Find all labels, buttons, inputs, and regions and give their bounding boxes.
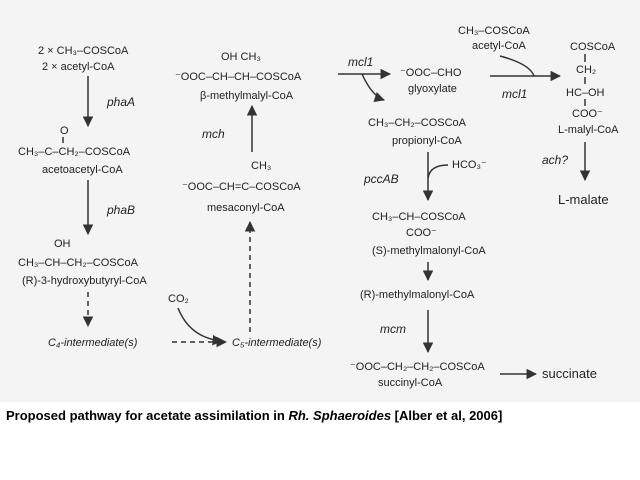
- caption-organism: Rh. Sphaeroides: [288, 408, 392, 423]
- methylmalyl-top: OH CH₃: [221, 51, 261, 63]
- methylmalyl-name: β-methylmalyl-CoA: [200, 90, 294, 102]
- mesaconyl-name: mesaconyl-CoA: [207, 202, 285, 214]
- hco3-arrow: [427, 164, 449, 179]
- acetyl-right-name: acetyl-CoA: [472, 40, 526, 52]
- acetoacetyl-name: acetoacetyl-CoA: [42, 164, 123, 176]
- malate-label: L-malate: [558, 192, 609, 207]
- mesaconyl-ch3: CH₃: [251, 160, 271, 172]
- acetoacetyl-o: O: [60, 125, 69, 137]
- pathway-diagram: 2 × CH₃–COSCoA 2 × acetyl-CoA phaA O CH₃…: [0, 0, 640, 402]
- mesaconyl-formula: ⁻OOC–CH=C–COSCoA: [182, 181, 301, 193]
- glyoxylate-formula: ⁻OOC–CHO: [400, 67, 462, 79]
- malyl-line4: COO⁻: [572, 108, 603, 120]
- propionyl-formula: CH₃–CH₂–COSCoA: [368, 117, 467, 129]
- s-methylmalonyl-name: (S)-methylmalonyl-CoA: [372, 245, 486, 257]
- s-methylmalonyl-formula: CH₃–CH–COSCoA: [372, 211, 466, 223]
- arrow-mcl1-branch: [361, 73, 385, 102]
- hydroxybutyryl-formula: CH₃–CH–CH₂–COSCoA: [18, 257, 139, 269]
- acetyl-right-formula: CH₃–COSCoA: [458, 25, 530, 37]
- figure-caption: Proposed pathway for acetate assimilatio…: [6, 408, 634, 423]
- enzyme-pccAB: pccAB: [363, 172, 399, 186]
- hco3-label: HCO₃⁻: [452, 159, 487, 171]
- acetyl-formula: 2 × CH₃–COSCoA: [38, 45, 129, 57]
- co2-label: CO₂: [168, 293, 189, 305]
- malyl-name: L-malyl-CoA: [558, 124, 619, 136]
- enzyme-phaA: phaA: [106, 95, 135, 109]
- r-methylmalonyl-name: (R)-methylmalonyl-CoA: [360, 289, 475, 301]
- succinyl-formula: ⁻OOC–CH₂–CH₂–COSCoA: [350, 361, 485, 373]
- caption-suffix: [Alber et al, 2006]: [391, 408, 503, 423]
- caption-prefix: Proposed pathway for acetate assimilatio…: [6, 408, 289, 423]
- succinate-label: succinate: [542, 366, 597, 381]
- propionyl-name: propionyl-CoA: [392, 135, 462, 147]
- enzyme-mch: mch: [202, 127, 225, 141]
- methylmalyl-formula: ⁻OOC–CH–CH–COSCoA: [175, 71, 302, 83]
- acetyl-name: 2 × acetyl-CoA: [42, 61, 115, 73]
- enzyme-mcl1-top: mcl1: [348, 55, 373, 69]
- glyoxylate-name: glyoxylate: [408, 83, 457, 95]
- s-methylmalonyl-coo: COO⁻: [406, 227, 437, 239]
- enzyme-mcl1-right: mcl1: [502, 87, 527, 101]
- c4-intermediates: C₄-intermediate(s): [48, 337, 138, 349]
- malyl-line1: COSCoA: [570, 41, 616, 53]
- hydroxybutyryl-name: (R)-3-hydroxybutyryl-CoA: [22, 275, 147, 287]
- co2-arrow: [177, 307, 224, 346]
- enzyme-ach: ach?: [542, 153, 568, 167]
- c5-intermediates: C₅-intermediate(s): [232, 337, 322, 349]
- malyl-line3: HC–OH: [566, 87, 605, 99]
- enzyme-phaB: phaB: [106, 203, 135, 217]
- malyl-line2: CH₂: [576, 64, 596, 76]
- acetyl-right-arrow: [499, 55, 535, 77]
- hydroxybutyryl-oh: OH: [54, 238, 71, 250]
- acetoacetyl-formula: CH₃–C–CH₂–COSCoA: [18, 146, 131, 158]
- enzyme-mcm: mcm: [380, 322, 406, 336]
- pathway-svg: 2 × CH₃–COSCoA 2 × acetyl-CoA phaA O CH₃…: [18, 25, 619, 389]
- succinyl-name: succinyl-CoA: [378, 377, 443, 389]
